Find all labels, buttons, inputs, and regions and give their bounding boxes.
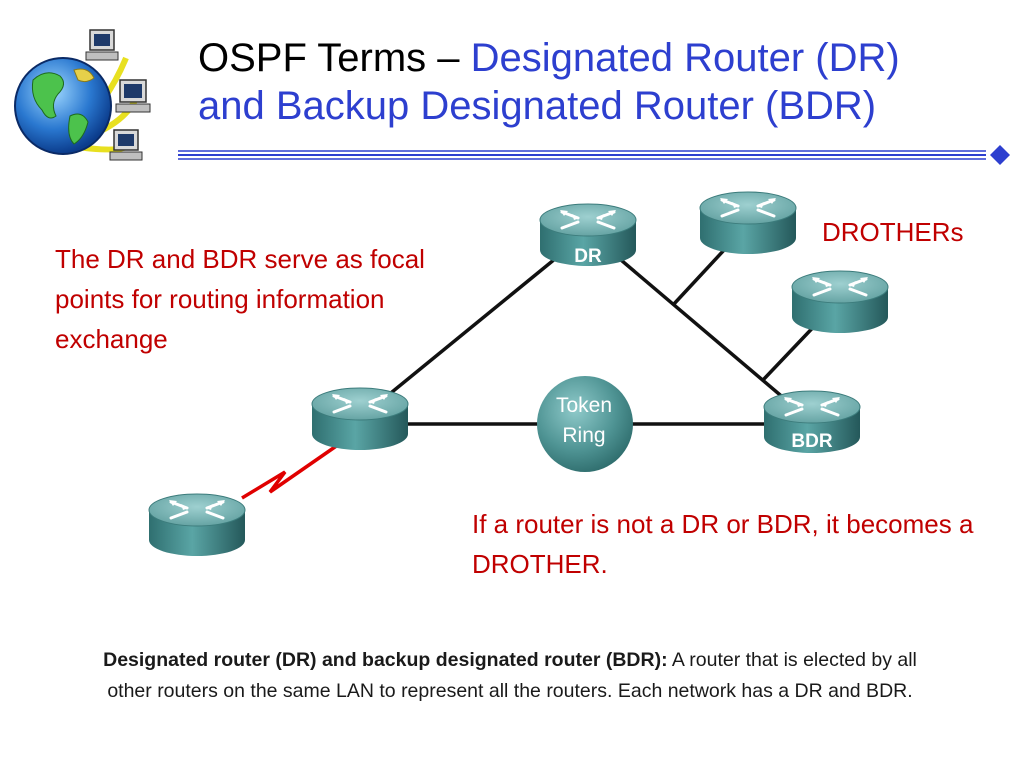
definition-text: Designated router (DR) and backup design… bbox=[95, 645, 925, 707]
focal-points-note: The DR and BDR serve as focal points for… bbox=[55, 244, 425, 354]
drothers-label: DROTHERs bbox=[822, 217, 964, 247]
title-highlight-line1: Designated Router (DR) bbox=[470, 36, 900, 80]
router-bdr-label: BDR bbox=[791, 431, 832, 452]
token-ring-line2: Ring bbox=[562, 424, 605, 447]
title-prefix: OSPF Terms – bbox=[198, 36, 471, 80]
router-drother-1 bbox=[698, 190, 798, 256]
title-divider bbox=[178, 145, 1010, 165]
router-remote bbox=[147, 492, 247, 558]
computer-icon-bottom bbox=[109, 129, 143, 161]
slide-title: OSPF Terms – Designated Router (DR)and B… bbox=[198, 34, 1018, 130]
router-drother-2 bbox=[790, 269, 890, 335]
link-left-dr bbox=[368, 230, 590, 412]
drother-note: If a router is not a DR or BDR, it becom… bbox=[472, 509, 974, 579]
link-dr-bdr bbox=[586, 230, 814, 424]
router-dr-label: DR bbox=[574, 246, 602, 267]
definition-body: A router that is elected by all other ro… bbox=[107, 649, 917, 702]
computer-icon-top bbox=[85, 29, 119, 61]
router-left bbox=[310, 386, 410, 452]
token-ring: Token Ring bbox=[537, 376, 633, 472]
globe-network-logo bbox=[14, 29, 151, 161]
serial-link bbox=[241, 438, 346, 500]
computer-icon-middle bbox=[115, 79, 151, 113]
title-highlight-line2: and Backup Designated Router (BDR) bbox=[198, 84, 877, 128]
definition-term: Designated router (DR) and backup design… bbox=[103, 649, 668, 671]
token-ring-line1: Token bbox=[556, 394, 612, 417]
